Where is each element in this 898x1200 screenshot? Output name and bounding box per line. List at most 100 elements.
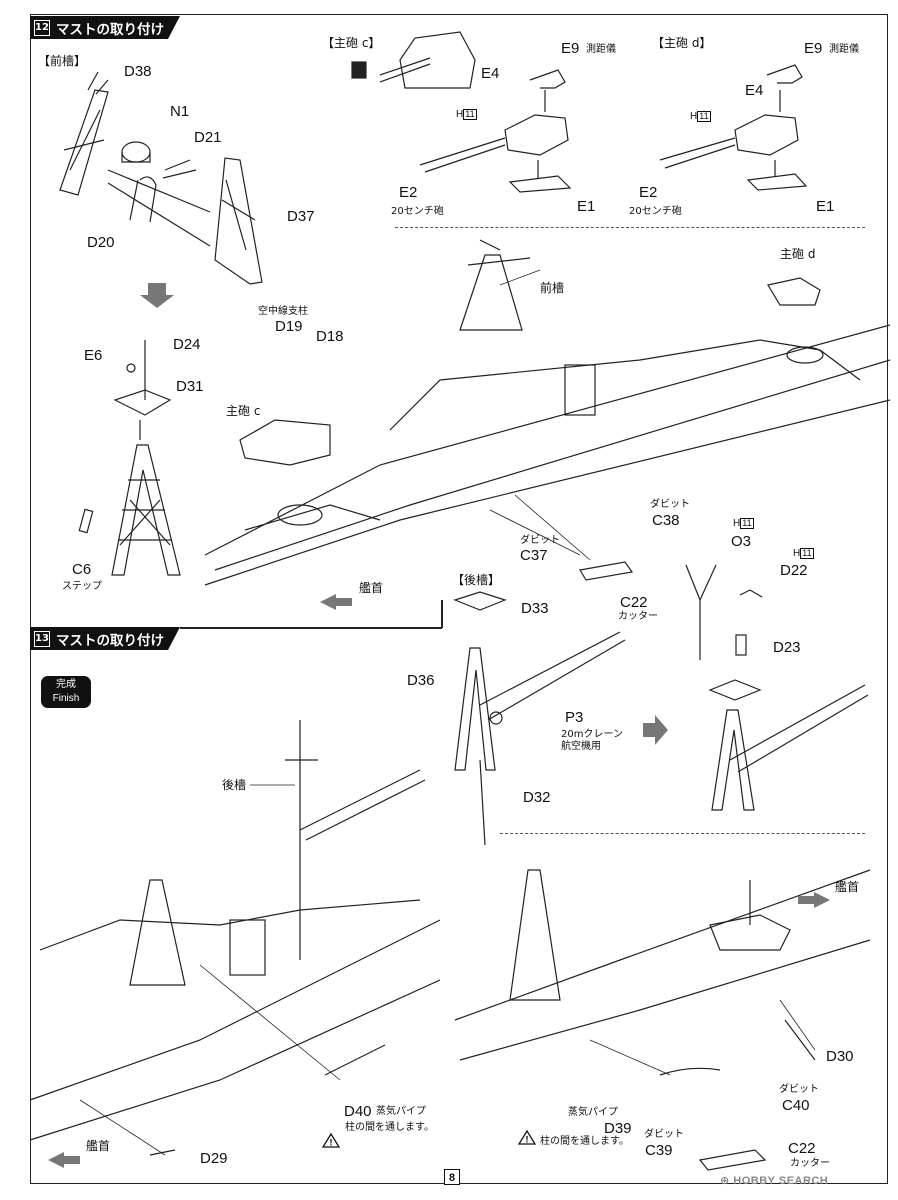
- step-divider-vertical: [441, 600, 443, 628]
- part-label-d21: D21: [194, 129, 222, 146]
- part-label-d39: D39: [604, 1120, 632, 1137]
- part-desc-p3-1: 20mクレーン: [561, 729, 623, 740]
- part-desc-d40: 蒸気パイプ: [376, 1106, 426, 1117]
- part-label-d22: D22: [780, 562, 808, 579]
- bow-arrow-icon: [48, 1152, 80, 1168]
- part-label-c39: C39: [645, 1142, 673, 1159]
- turret-c-label: 主砲 c: [226, 404, 261, 418]
- part-label-d40: D40: [344, 1103, 372, 1120]
- part-desc-d39: 蒸気パイプ: [568, 1107, 618, 1118]
- sprue-number: 11: [740, 518, 754, 529]
- subassembly-divider: [395, 227, 865, 228]
- part-label-e2-d: E2: [639, 184, 658, 201]
- warning-icon: !: [321, 1132, 341, 1148]
- step-13-title: マストの取り付け: [56, 632, 164, 649]
- finish-jp: 完成: [56, 679, 76, 690]
- sprue-letter: H: [733, 518, 741, 529]
- ship-hull-step12: [204, 239, 891, 586]
- part-label-d36: D36: [407, 672, 435, 689]
- part-label-d23: D23: [773, 639, 801, 656]
- aftmast-exploded: [453, 564, 869, 846]
- part-label-c22-2: C22: [788, 1140, 816, 1157]
- svg-text:!: !: [330, 1138, 333, 1148]
- part-desc-d19: 空中線支柱: [258, 306, 308, 317]
- warning-icon: !: [517, 1129, 537, 1145]
- part-label-e4-c: E4: [481, 65, 500, 82]
- part-label-d32: D32: [523, 789, 551, 806]
- part-label-d33: D33: [521, 600, 549, 617]
- turret-c-heading: 【主砲 c】: [322, 36, 381, 50]
- part-label-e9-c: E9: [561, 40, 580, 57]
- part-label-d30: D30: [826, 1048, 854, 1065]
- part-label-d20: D20: [87, 234, 115, 251]
- part-label-c22: C22: [620, 594, 648, 611]
- turret-c-exploded: [419, 69, 572, 193]
- part-label-c37: C37: [520, 547, 548, 564]
- turret-d-heading: 【主砲 d】: [652, 36, 712, 50]
- bow-label: 艦首: [835, 880, 860, 894]
- foremast-label: 前檣: [540, 281, 565, 295]
- finish-en: Finish: [52, 693, 80, 704]
- ship-hull-step13-left: [29, 720, 441, 1156]
- part-desc-e9-d: 測距儀: [829, 44, 859, 55]
- part-label-d24: D24: [173, 336, 201, 353]
- part-label-d18: D18: [316, 328, 344, 345]
- part-label-d29: D29: [200, 1150, 228, 1167]
- step-divider: [180, 627, 442, 629]
- bow-arrow-icon: [798, 892, 830, 908]
- part-label-e1-c: E1: [577, 198, 596, 215]
- note-text: 柱の間を通します。: [540, 1136, 629, 1147]
- bow-label: 艦首: [359, 581, 384, 595]
- subassembly-divider: [500, 833, 865, 834]
- part-label-c38: C38: [652, 512, 680, 529]
- turret-c-top-view: [351, 31, 476, 89]
- turret-d-label: 主砲 d: [780, 247, 816, 261]
- part-label-d37: D37: [287, 208, 315, 225]
- part-desc-c22-2: カッター: [790, 1158, 830, 1169]
- step-12-header: 12 マストの取り付け: [30, 16, 180, 39]
- sprue-letter: H: [456, 109, 464, 120]
- part-label-p3: P3: [565, 709, 584, 726]
- callout-leaders: [79, 269, 816, 1156]
- turret-d-exploded: [659, 64, 808, 191]
- sprue-number: 11: [800, 548, 814, 559]
- part-desc-c39: ダビット: [644, 1129, 684, 1140]
- finish-badge: 完成 Finish: [41, 676, 91, 708]
- sprue-number: 11: [463, 109, 477, 120]
- foremast-heading: 【前檣】: [38, 54, 87, 68]
- foremast-tower-illustration: [59, 71, 263, 285]
- aftmast-heading: 【後檣】: [452, 573, 501, 587]
- part-label-c40: C40: [782, 1097, 810, 1114]
- part-label-e6: E6: [84, 347, 103, 364]
- part-desc-e2-d: 20センチ砲: [629, 206, 682, 217]
- part-label-e4-d: E4: [745, 82, 764, 99]
- part-desc-c38: ダビット: [650, 499, 690, 510]
- sprue-number: 11: [697, 111, 711, 122]
- step-12-number: 12: [34, 20, 50, 36]
- part-desc-c40: ダビット: [779, 1084, 819, 1095]
- step-13-header: 13 マストの取り付け: [30, 627, 180, 650]
- bow-arrow-icon: [320, 594, 352, 610]
- step-12-title: マストの取り付け: [56, 21, 164, 38]
- watermark-text: ⊕ HOBBY SEARCH: [720, 1175, 829, 1187]
- part-label-c6: C6: [72, 561, 92, 578]
- page-number: 8: [444, 1169, 460, 1185]
- part-label-d31: D31: [176, 378, 204, 395]
- step-13-number: 13: [34, 631, 50, 647]
- foremast-assembled-illustration: [78, 340, 181, 576]
- part-desc-p3-2: 航空機用: [561, 741, 601, 752]
- bow-label: 艦首: [86, 1139, 111, 1153]
- part-label-e1-d: E1: [816, 198, 835, 215]
- part-label-e9-d: E9: [804, 40, 823, 57]
- aftmast-label: 後檣: [222, 778, 247, 792]
- note-text: 柱の間を通します。: [345, 1122, 434, 1133]
- part-label-n1: N1: [170, 103, 190, 120]
- part-desc-c22: カッター: [618, 611, 658, 622]
- part-desc-e2-c: 20センチ砲: [391, 206, 444, 217]
- ship-hull-step13-right: [454, 869, 871, 1171]
